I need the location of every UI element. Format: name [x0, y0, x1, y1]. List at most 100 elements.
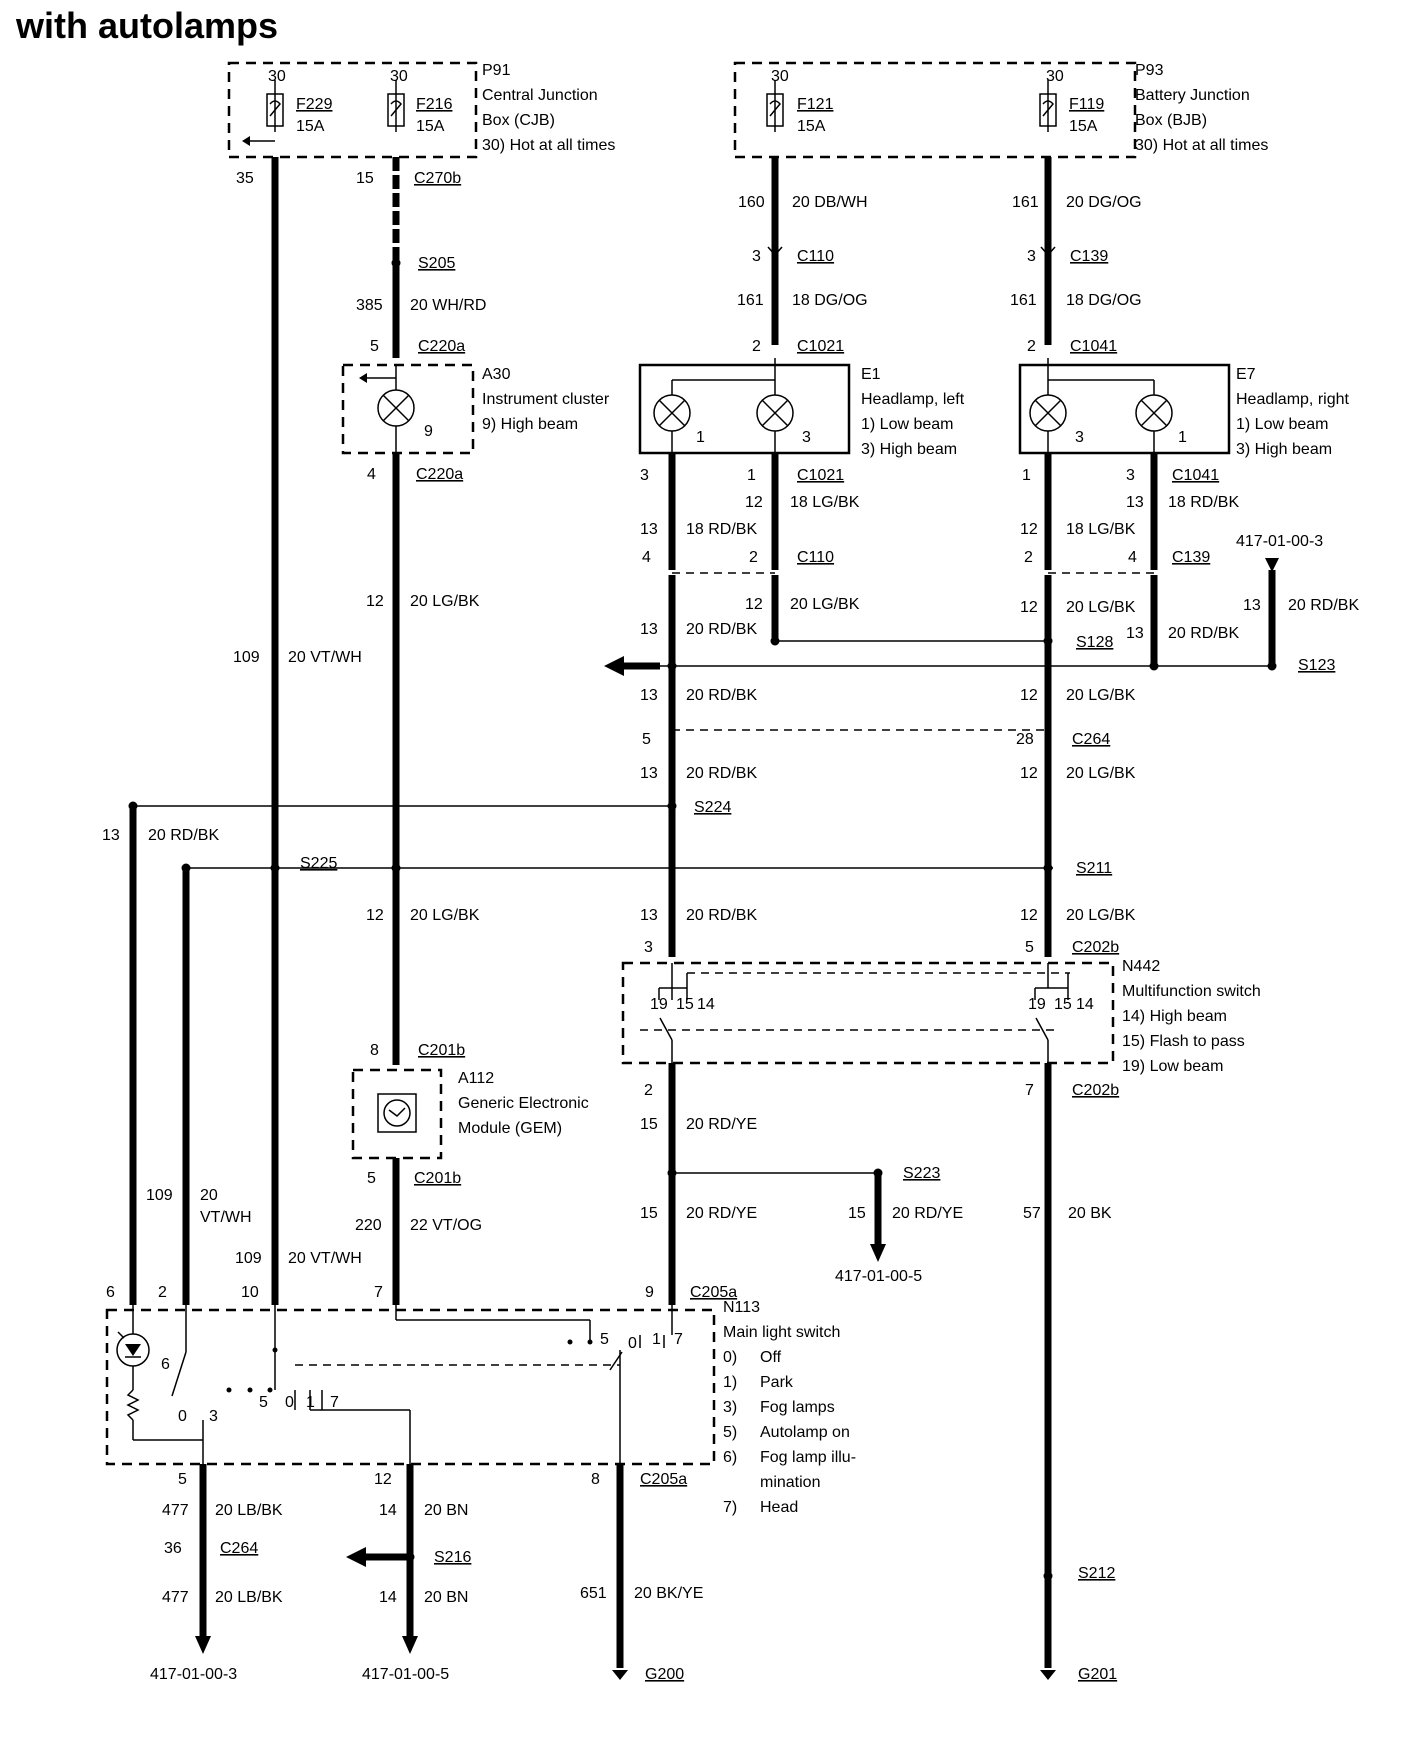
wire-color: 20 LB/BK: [215, 1502, 283, 1519]
component-id: A112: [458, 1070, 494, 1087]
circuit-number: 14: [379, 1502, 397, 1519]
ground-icon: [1040, 1670, 1056, 1680]
pin-label: 5: [178, 1471, 187, 1488]
component-note: 9) High beam: [482, 416, 578, 433]
circuit-number: 12: [366, 593, 384, 610]
splice-point: [391, 863, 401, 873]
pin-label: 6: [161, 1356, 170, 1373]
pin-label: 3: [209, 1408, 218, 1425]
circuit-number: 15: [640, 1116, 658, 1133]
connector-label: C139: [1172, 549, 1210, 566]
main-light-switch-n113: 6 2 10 7 9 C205a 6 0 3 5 0 1 7: [105, 1284, 856, 1516]
arrow-down-icon: [870, 1244, 886, 1262]
wire-color: 20 RD/BK: [1288, 597, 1359, 614]
pin-label: 6: [106, 1284, 115, 1301]
wire-color: VT/WH: [200, 1209, 252, 1226]
switch-blade-icon: [659, 1017, 673, 1041]
connector-label: C110: [797, 549, 834, 566]
component-name: Module (GEM): [458, 1120, 562, 1137]
pin-label: 3: [752, 248, 761, 265]
headlamp-left-e1: 1 3 E1 Headlamp, left 1) Low beam 3) Hig…: [638, 358, 965, 458]
instrument-cluster-a30: 5 C220a 9 A30 Instrument cluster 9) High…: [341, 338, 610, 483]
fuse-amp: 15A: [296, 118, 325, 135]
wire-color: 20 LG/BK: [1066, 687, 1136, 704]
component-note: Park: [760, 1374, 794, 1391]
wire-color: 20 RD/YE: [892, 1205, 963, 1222]
splice-label: S224: [694, 799, 731, 816]
wire-color: 20 DG/OG: [1066, 194, 1142, 211]
circuit-number: 13: [640, 907, 658, 924]
component-note: Fog lamp illu-: [760, 1449, 856, 1466]
wire-color: 20 RD/BK: [686, 687, 757, 704]
pin-label: 1: [652, 1331, 661, 1348]
component-id: N442: [1122, 958, 1160, 975]
component-note: Autolamp on: [760, 1424, 850, 1441]
component-note: Head: [760, 1499, 798, 1516]
pin-label: 1: [747, 467, 756, 484]
component-note: 30) Hot at all times: [482, 137, 615, 154]
component-note: 14) High beam: [1122, 1008, 1227, 1025]
module-icon: [377, 1093, 417, 1133]
wire-color: 18 LG/BK: [1066, 521, 1136, 538]
battery-junction-box: 30 30 F121 15A F119 15A P93 Battery Junc…: [733, 61, 1268, 159]
component-note-key: 0): [723, 1349, 737, 1366]
pin-label: 3: [802, 429, 811, 446]
wire-color: 18 RD/BK: [1168, 494, 1239, 511]
circuit-number: 109: [235, 1250, 262, 1267]
arrow-left-icon: [359, 373, 367, 383]
switch-blade-icon: [1035, 1017, 1049, 1041]
fuse-label: F216: [416, 96, 453, 113]
pin-label: 7: [674, 1331, 683, 1348]
component-note-key: 1): [723, 1374, 737, 1391]
headlamp-right-e7: 3 1 E7 Headlamp, right 1) Low beam 3) Hi…: [1018, 358, 1350, 458]
circuit-number: 12: [745, 596, 763, 613]
circuit-number: 13: [640, 521, 658, 538]
component-id: E1: [861, 366, 881, 383]
pin-label: 15: [356, 170, 374, 187]
circuit-number: 477: [162, 1502, 189, 1519]
fuse-label: F229: [296, 96, 333, 113]
wire-color: 20 VT/WH: [288, 649, 362, 666]
circuit-number: 15: [640, 1205, 658, 1222]
switch-blade-icon: [171, 1351, 187, 1397]
component-note-key: 6): [723, 1449, 737, 1466]
connector-label: C1041: [1070, 338, 1117, 355]
connector-label: C264: [1072, 731, 1110, 748]
wire-color: 20: [200, 1187, 218, 1204]
page-reference: 417-01-00-5: [362, 1666, 449, 1683]
component-note: 3) High beam: [861, 441, 957, 458]
wire-color: 20 RD/YE: [686, 1205, 757, 1222]
component-name: Central Junction: [482, 87, 598, 104]
pin-label: 7: [1025, 1082, 1034, 1099]
component-note-key: 5): [723, 1424, 737, 1441]
wire-color: 20 RD/BK: [1168, 625, 1239, 642]
splice-point: [1043, 636, 1053, 646]
pin-label: 9: [424, 423, 433, 440]
terminal-label: 30: [771, 68, 789, 85]
connector-label: C220a: [416, 466, 463, 483]
resistor-icon: [126, 1389, 140, 1421]
wire-color: 20 BK/YE: [634, 1585, 703, 1602]
diagram-title: with autolamps: [15, 5, 278, 46]
splice-point: [270, 863, 280, 873]
pin-label: 3: [644, 939, 653, 956]
page-reference: 417-01-00-3: [1236, 533, 1323, 550]
ground-label: G201: [1078, 1666, 1117, 1683]
wire-color: 20 RD/YE: [686, 1116, 757, 1133]
wire-color: 18 DG/OG: [792, 292, 868, 309]
wire-color: 20 RD/BK: [148, 827, 219, 844]
fuse-icon: [387, 93, 405, 127]
wire-color: 20 LG/BK: [1066, 765, 1136, 782]
circuit-number: 12: [366, 907, 384, 924]
pin-label: 2: [752, 338, 761, 355]
circuit-number: 13: [102, 827, 120, 844]
terminal-label: 30: [390, 68, 408, 85]
circuit-number: 14: [379, 1589, 397, 1606]
fuse-amp: 15A: [1069, 118, 1098, 135]
splice-point: [667, 661, 677, 671]
pin-label: 1: [1022, 467, 1031, 484]
pin-label: 7: [330, 1394, 339, 1411]
arrow-left-icon: [346, 1547, 366, 1567]
pin-label: 15: [676, 996, 694, 1013]
